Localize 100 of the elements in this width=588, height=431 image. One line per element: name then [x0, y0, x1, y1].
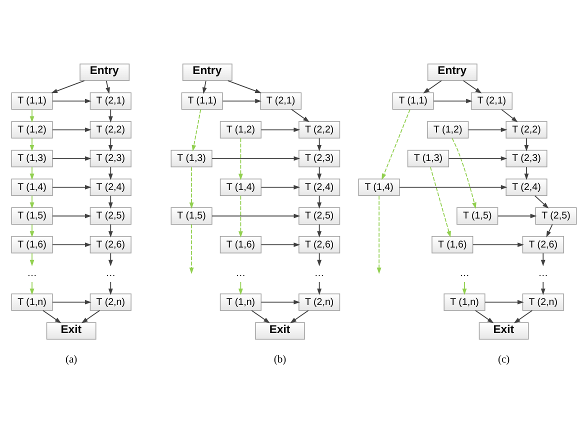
- node-box: T (2,6): [298, 236, 340, 253]
- node-box: T (2,3): [298, 149, 340, 167]
- node-text: …: [460, 268, 470, 279]
- arrow: [472, 242, 524, 246]
- arrow: [260, 242, 300, 246]
- node-box: T (2,2): [506, 120, 548, 138]
- node-box: T (1,3): [11, 149, 53, 167]
- arrow: [52, 98, 92, 103]
- arrow: [30, 252, 34, 266]
- node-box: T (1,3): [170, 149, 212, 167]
- arrow: [108, 108, 113, 122]
- arrow: [448, 156, 508, 160]
- arrow: [108, 194, 113, 208]
- node-box: T (1,3): [407, 149, 449, 167]
- node-box: Exit: [46, 322, 96, 340]
- node-box: T (2,n): [90, 293, 132, 310]
- node-text: …: [27, 268, 37, 279]
- arrow: [81, 310, 100, 323]
- arrow: [30, 137, 34, 151]
- node-box: T (1,2): [427, 120, 469, 138]
- arrow: [30, 281, 34, 294]
- node-box: T (2,4): [298, 178, 340, 196]
- arrow: [238, 281, 243, 294]
- arrow: [260, 299, 300, 304]
- label: (a): [65, 354, 78, 365]
- arrow: [189, 224, 194, 274]
- arrow: [108, 281, 113, 294]
- node-box: T (2,2): [90, 120, 132, 138]
- node-box: T (1,n): [220, 293, 262, 310]
- node-box: T (2,5): [535, 206, 577, 224]
- arrow: [108, 166, 113, 180]
- arrow: [468, 127, 508, 132]
- node-box: T (2,5): [90, 206, 132, 224]
- node-box: T (1,n): [444, 293, 486, 310]
- arrow: [317, 137, 322, 151]
- arrow: [291, 108, 310, 122]
- arrow: [540, 281, 546, 294]
- node-box: Entry: [80, 63, 130, 81]
- node-box: T (1,n): [11, 293, 53, 310]
- arrow: [462, 281, 467, 294]
- arrow: [251, 310, 270, 323]
- node-box: T (2,1): [260, 92, 302, 110]
- arrow: [430, 166, 451, 237]
- arrow: [212, 156, 300, 160]
- arrow: [452, 138, 476, 208]
- node-box: T (1,5): [11, 206, 53, 224]
- arrow: [475, 310, 494, 323]
- arrow: [317, 224, 322, 237]
- arrow: [290, 310, 309, 323]
- arrow: [462, 80, 482, 93]
- label: (b): [274, 354, 286, 365]
- node-box: T (2,4): [506, 178, 548, 196]
- arrow: [484, 299, 524, 304]
- arrow: [108, 224, 113, 237]
- arrow: [192, 108, 202, 151]
- node-box: T (1,1): [11, 92, 53, 110]
- node-box: T (1,4): [11, 178, 53, 196]
- arrow: [317, 281, 322, 294]
- node-box: T (2,1): [470, 92, 513, 110]
- node-box: Entry: [427, 63, 478, 81]
- arrow: [52, 127, 92, 132]
- node-text: …: [538, 268, 548, 279]
- node-box: T (2,6): [90, 236, 132, 253]
- arrow: [51, 80, 85, 93]
- arrow: [317, 194, 322, 208]
- node-box: T (1,4): [358, 178, 400, 196]
- arrow: [30, 108, 34, 122]
- label: (c): [498, 354, 510, 365]
- arrow: [222, 98, 262, 103]
- arrow: [501, 108, 518, 122]
- arrow: [52, 156, 92, 160]
- arrow: [399, 184, 508, 189]
- node-box: T (2,5): [298, 206, 340, 224]
- node-box: Exit: [255, 322, 305, 340]
- node-box: T (2,n): [522, 293, 564, 310]
- arrow: [524, 137, 529, 151]
- arrow: [52, 299, 92, 304]
- arrow: [514, 310, 533, 323]
- arrow: [382, 108, 410, 180]
- arrow: [546, 224, 553, 237]
- arrow: [433, 98, 472, 103]
- arrow: [108, 252, 113, 266]
- arrow: [534, 194, 549, 208]
- node-box: Entry: [182, 63, 232, 81]
- arrow: [212, 213, 300, 218]
- node-box: T (2,n): [298, 293, 340, 310]
- arrow: [30, 194, 34, 208]
- node-box: T (2,6): [522, 236, 564, 253]
- arrow: [227, 80, 262, 93]
- node-box: T (1,6): [11, 236, 53, 253]
- node-box: T (1,1): [392, 92, 434, 110]
- arrow: [30, 224, 34, 237]
- node-box: T (2,4): [90, 178, 132, 196]
- arrow: [30, 166, 34, 180]
- node-box: T (1,5): [456, 206, 498, 224]
- arrow: [42, 310, 62, 323]
- arrow: [106, 80, 110, 94]
- node-box: Exit: [478, 322, 529, 340]
- arrow: [52, 242, 92, 246]
- arrow: [108, 137, 113, 151]
